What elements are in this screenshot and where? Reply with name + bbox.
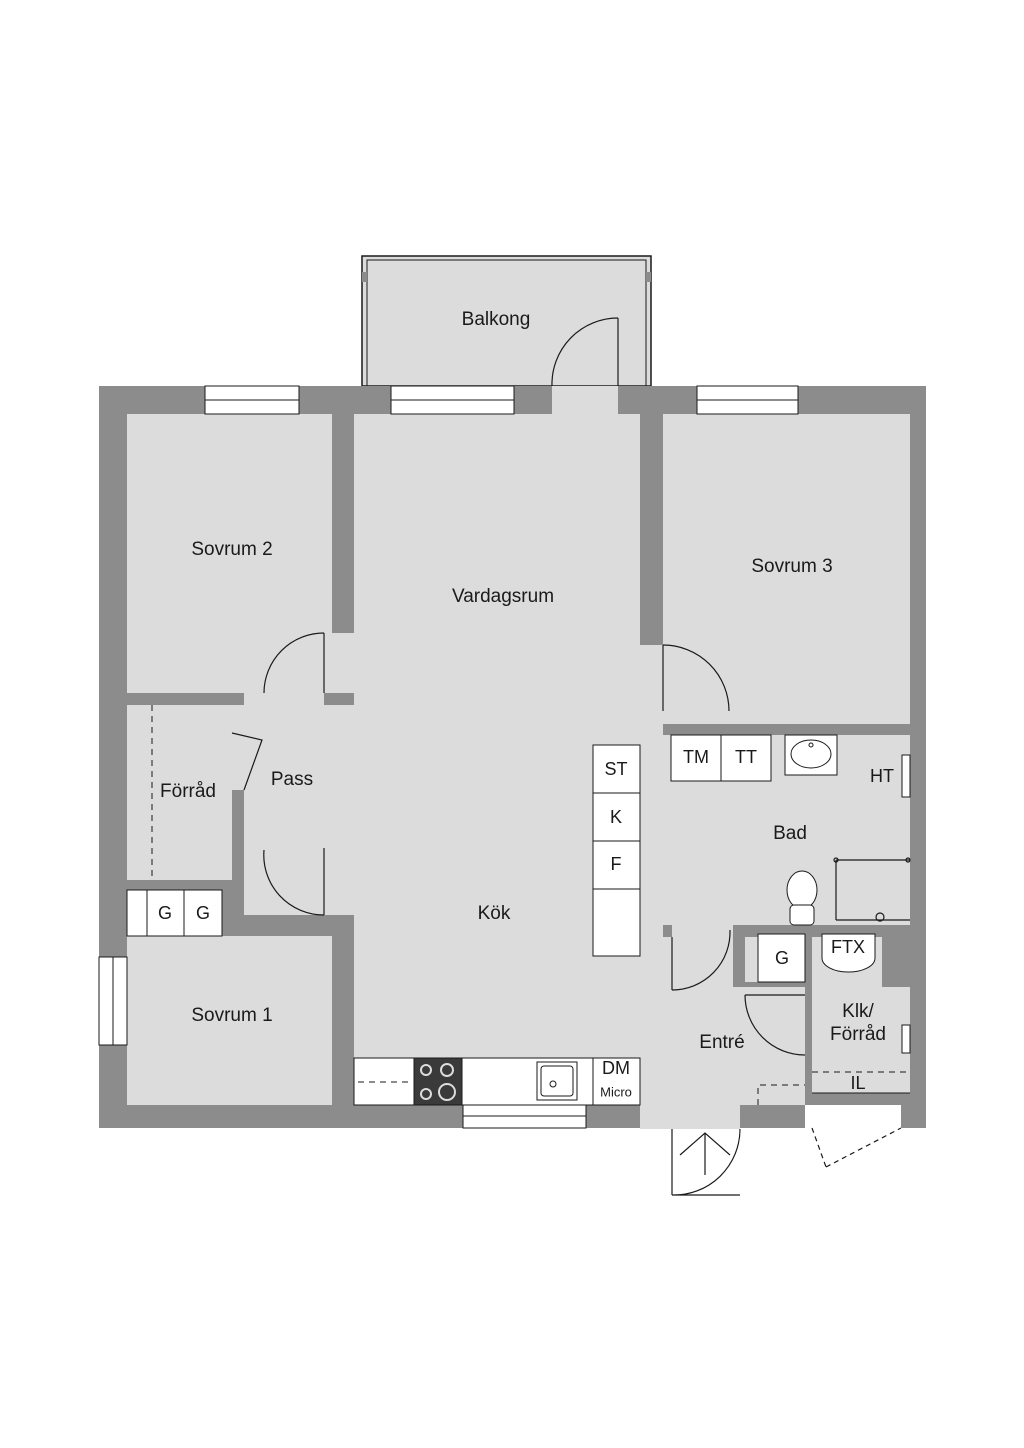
klk-heater (901, 1024, 911, 1054)
wardrobe-label-2: G (196, 903, 210, 923)
dryer-label: TM (683, 747, 709, 767)
ftx-label: FTX (831, 937, 865, 957)
heated-towel-rail-label: HT (870, 766, 894, 786)
room-label-klk-forrad: Förråd (830, 1024, 886, 1045)
kitchen-counter (353, 1057, 641, 1106)
room-label-bad: Bad (773, 823, 807, 844)
windows (98, 385, 799, 1129)
room-label-sovrum-3: Sovrum 3 (751, 556, 832, 577)
wardrobe-label-1: G (158, 903, 172, 923)
fridge-freezer-label: ST (604, 759, 627, 779)
washbasin-icon (790, 739, 832, 769)
dishwasher-label: DM (602, 1058, 630, 1078)
wardrobes-sovrum1 (126, 889, 223, 937)
room-label-balkong: Balkong (462, 309, 531, 330)
freezer-label: F (611, 854, 622, 874)
il-label: IL (850, 1073, 865, 1093)
shower-icon (833, 857, 911, 922)
stove-icon (420, 1063, 456, 1101)
ftx-unit (821, 933, 876, 973)
balcony (361, 255, 652, 387)
fridge-label: K (610, 807, 622, 827)
tumble-dryer-label: TT (735, 747, 757, 767)
room-label-vardagsrum: Vardagsrum (452, 586, 554, 607)
entry-wardrobe-label: G (775, 948, 789, 968)
room-label-sovrum-1: Sovrum 1 (191, 1005, 272, 1026)
room-label-entre: Entré (699, 1032, 744, 1053)
kitchen-cabinets (592, 744, 641, 957)
room-label-sovrum-2: Sovrum 2 (191, 539, 272, 560)
room-label-kok: Kök (478, 903, 511, 924)
doors (231, 317, 902, 1196)
sink-icon (540, 1065, 574, 1097)
microwave-label: Micro (600, 1084, 632, 1099)
room-label-klk: Klk/ (842, 1001, 874, 1022)
floor-areas (127, 414, 910, 1129)
room-label-forrad: Förråd (160, 781, 216, 802)
toilet-icon (786, 870, 818, 926)
entry-closets (757, 933, 806, 983)
bathroom-fixtures (670, 734, 911, 798)
room-label-pass: Pass (271, 769, 313, 790)
